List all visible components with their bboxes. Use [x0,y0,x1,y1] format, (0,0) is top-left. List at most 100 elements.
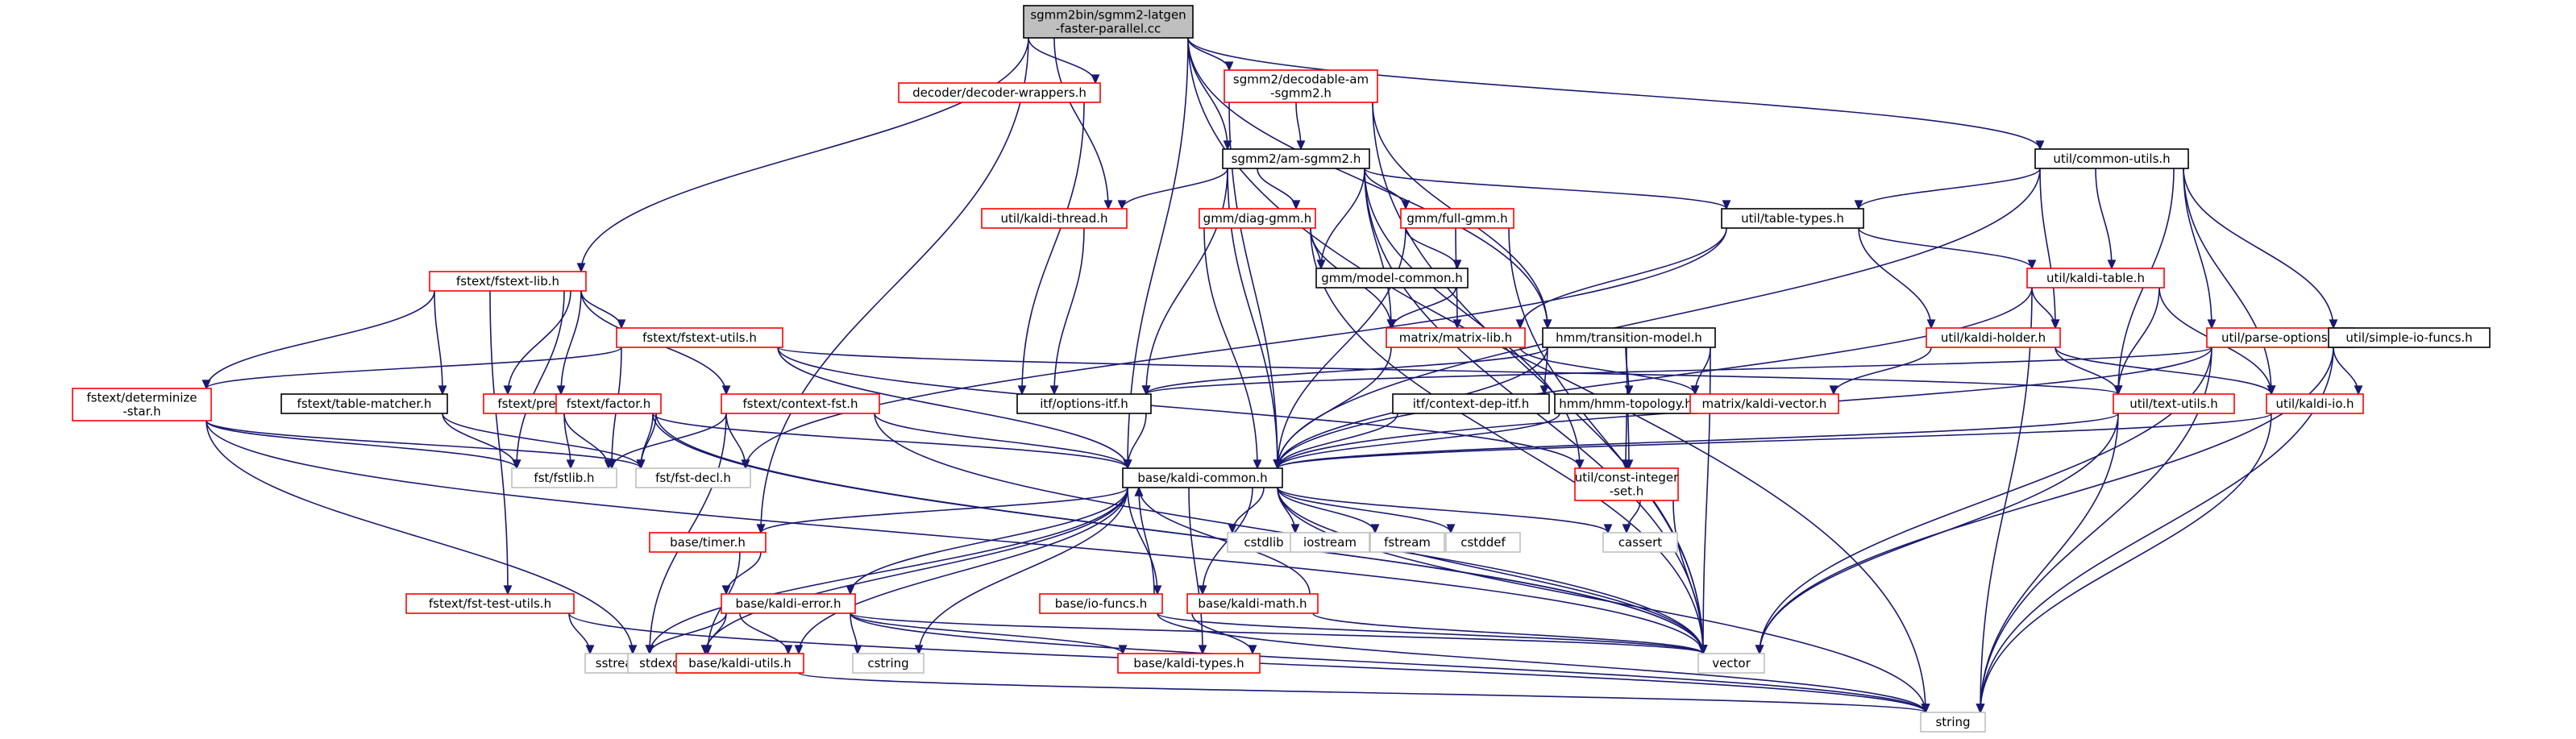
node-fstlib: fst/fstlib.h [511,467,617,488]
node-kaldi-error[interactable]: base/kaldi-error.h [721,593,856,614]
node-kaldi-math[interactable]: base/kaldi-math.h [1186,593,1319,614]
node-context-fst[interactable]: fstext/context-fst.h [721,393,880,414]
edge-timer-to-kaldi_error [721,551,762,596]
edge-determinize_star-to-fstlib [206,420,521,470]
node-box [1920,712,1986,733]
arrowhead-icon [1017,385,1027,396]
node-determinize-star[interactable]: fstext/determinize-star.h [72,388,212,421]
node-root[interactable]: sgmm2bin/sgmm2-latgen-faster-parallel.cc [1023,5,1194,39]
node-timer[interactable]: base/timer.h [649,532,767,553]
arrowhead-icon [585,645,595,655]
arrowhead-icon [1539,385,1549,396]
node-box [2328,327,2491,348]
node-box [721,393,880,414]
arrowhead-icon [1370,524,1380,534]
node-label: util/text-utils.h [2129,396,2218,411]
node-cstdlib: cstdlib [1227,532,1301,553]
node-box [1697,653,1765,674]
node-kaldi-vector[interactable]: matrix/kaldi-vector.h [1689,393,1839,414]
node-vector: vector [1697,653,1765,674]
node-box [405,593,575,614]
arrowhead-icon [512,459,521,470]
edge-am_sgmm2-to-table_types [1364,168,1731,210]
node-label: matrix/kaldi-vector.h [1702,396,1827,411]
node-full-gmm[interactable]: gmm/full-gmm.h [1400,208,1514,229]
node-const-integer-set[interactable]: util/const-integer-set.h [1574,467,1679,501]
node-box [1392,393,1550,414]
edge-am_sgmm2-to-full_gmm [1364,168,1411,210]
node-hmm-topology[interactable]: hmm/hmm-topology.h [1554,393,1697,414]
arrowhead-icon [1316,259,1326,270]
node-box [1016,393,1152,414]
node-label: base/timer.h [670,535,746,550]
node-label: util/table-types.h [1741,211,1844,226]
edge-kaldi_common-to-io_funcs [1127,487,1162,596]
node-matrix-lib[interactable]: matrix/matrix-lib.h [1386,327,1526,348]
edge-kaldi_io-to-kaldi_common [1273,413,2272,470]
node-label: util/const-integer [1575,471,1679,485]
edge-io_funcs-to-string [1157,612,1930,714]
node-label: hmm/transition-model.h [1556,330,1702,345]
node-diag-gmm[interactable]: gmm/diag-gmm.h [1199,208,1316,229]
node-common-utils[interactable]: util/common-utils.h [2034,148,2189,169]
node-decodable-am-sgmm2[interactable]: sgmm2/decodable-am-sgmm2.h [1224,69,1378,103]
node-kaldi-types[interactable]: base/kaldi-types.h [1117,653,1261,674]
edge-root-to-kaldi_thread [1053,37,1113,210]
node-box [1315,268,1469,289]
edge-common_utils-to-kaldi_table [2095,168,2117,270]
node-kaldi-thread[interactable]: util/kaldi-thread.h [981,208,1128,229]
node-label: fstext/determinize [86,391,197,405]
node-kaldi-holder[interactable]: util/kaldi-holder.h [1926,327,2061,348]
node-text-utils[interactable]: util/text-utils.h [2113,393,2235,414]
node-io-funcs[interactable]: base/io-funcs.h [1039,593,1163,614]
node-simple-io-funcs[interactable]: util/simple-io-funcs.h [2328,327,2491,348]
node-label: vector [1712,656,1751,670]
edge-kaldi_utils-to-string [798,672,1930,714]
edge-kaldi_holder-to-kaldi_vector [1829,347,1932,396]
node-model-common[interactable]: gmm/model-common.h [1315,268,1469,289]
node-box [1117,653,1261,674]
edge-kaldi_error-to-kaldi_utils [739,612,793,655]
node-label: base/kaldi-math.h [1198,596,1307,611]
node-kaldi-table[interactable]: util/kaldi-table.h [2026,268,2165,289]
arrowhead-icon [438,385,447,396]
node-transition-model[interactable]: hmm/transition-model.h [1542,327,1716,348]
node-fst-test-utils[interactable]: fstext/fst-test-utils.h [405,593,575,614]
node-kaldi-utils[interactable]: base/kaldi-utils.h [675,653,804,674]
arrowhead-icon [607,459,617,470]
arrowhead-icon [1921,704,1930,714]
arrowhead-icon [503,585,513,596]
node-am-sgmm2[interactable]: sgmm2/am-sgmm2.h [1222,148,1370,169]
node-context-dep-itf[interactable]: itf/context-dep-itf.h [1392,393,1550,414]
arrowhead-icon [636,459,646,470]
node-fstext-utils[interactable]: fstext/fstext-utils.h [616,327,783,348]
arrowhead-icon [628,645,638,655]
arrowhead-icon [2107,259,2117,270]
node-kaldi-common[interactable]: base/kaldi-common.h [1122,467,1283,488]
node-label: base/kaldi-types.h [1133,656,1244,670]
node-decoder-wrappers[interactable]: decoder/decoder-wrappers.h [898,82,1101,103]
node-box [1186,593,1319,614]
arrowhead-icon [617,319,626,330]
node-box [1222,148,1370,169]
node-options-itf[interactable]: itf/options-itf.h [1016,393,1152,414]
arrowhead-icon [1452,319,1462,330]
arrowhead-icon [1603,524,1613,534]
node-kaldi-io[interactable]: util/kaldi-io.h [2266,393,2364,414]
arrowhead-icon [566,459,575,470]
edge-kaldi_io-to-string [1976,413,2272,714]
node-table-types[interactable]: util/table-types.h [1721,208,1864,229]
node-factor[interactable]: fstext/factor.h [555,393,662,414]
node-table-matcher[interactable]: fstext/table-matcher.h [280,393,448,414]
edge-full_gmm-to-model_common [1405,227,1462,270]
node-label: cstring [867,656,908,670]
node-fstext-lib[interactable]: fstext/fstext-lib.h [429,271,587,292]
node-box [635,467,751,488]
arrowhead-icon [2266,385,2276,396]
arrowhead-icon [645,645,654,655]
arrowhead-icon [1624,385,1634,396]
arrowhead-icon [1452,259,1462,270]
node-box [429,271,587,292]
arrowhead-icon [1401,200,1411,210]
